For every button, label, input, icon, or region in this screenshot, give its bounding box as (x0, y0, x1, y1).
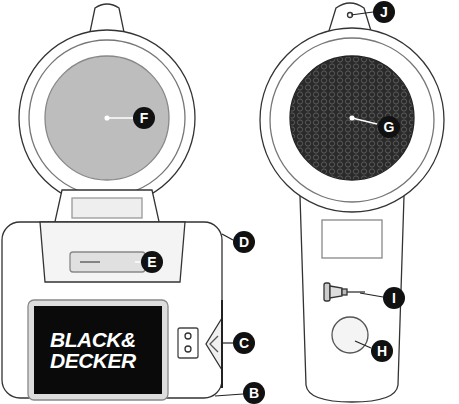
callout-circle: D (233, 231, 255, 253)
callout-circle: E (141, 251, 163, 273)
logo-frame (28, 300, 168, 400)
speaker-grille (290, 56, 414, 180)
leader-line (222, 234, 233, 240)
switch-icons (178, 328, 198, 358)
callout-letter: J (380, 4, 388, 20)
callout-circle: J (373, 1, 395, 23)
brand-logo-text: BLACK& DECKER (50, 329, 146, 371)
label-area (322, 220, 382, 258)
leader-line (100, 261, 140, 263)
lens-disc (45, 56, 169, 180)
push-pin (324, 283, 365, 301)
leader-line (222, 342, 233, 343)
callout-circle: I (383, 287, 405, 309)
leader-line (351, 12, 373, 15)
cap-rim (29, 40, 185, 196)
callout-letter: H (377, 343, 387, 359)
leader-line (107, 117, 133, 119)
callout-letter: G (384, 119, 395, 135)
slide-button (206, 318, 222, 370)
logo-box: BLACK& DECKER (34, 306, 162, 394)
callout-circle: C (233, 332, 255, 354)
leader-line (360, 293, 383, 297)
callout-letter: C (239, 335, 249, 351)
compartment-latch (70, 252, 145, 272)
main-body (2, 222, 222, 398)
callout-circle: H (371, 340, 393, 362)
neck (54, 190, 160, 226)
leader-line (352, 118, 377, 124)
speaker-rim (270, 38, 434, 202)
cap-housing (19, 30, 195, 206)
battery-compartment (40, 222, 185, 282)
callout-letter: I (392, 290, 396, 306)
neck-plate (72, 198, 142, 218)
handle (300, 196, 404, 402)
callout-letter: F (140, 110, 149, 126)
speaker-housing (260, 28, 444, 212)
callout-letter: B (249, 385, 259, 401)
callout-circle: F (133, 107, 155, 129)
leader-line (355, 341, 371, 348)
callout-circle: B (243, 382, 265, 404)
callout-circle: G (378, 116, 400, 138)
callout-letter: E (147, 254, 156, 270)
push-button (332, 317, 368, 353)
callout-letter: D (239, 234, 249, 250)
hang-tab (90, 4, 124, 32)
leader-line (215, 394, 243, 396)
